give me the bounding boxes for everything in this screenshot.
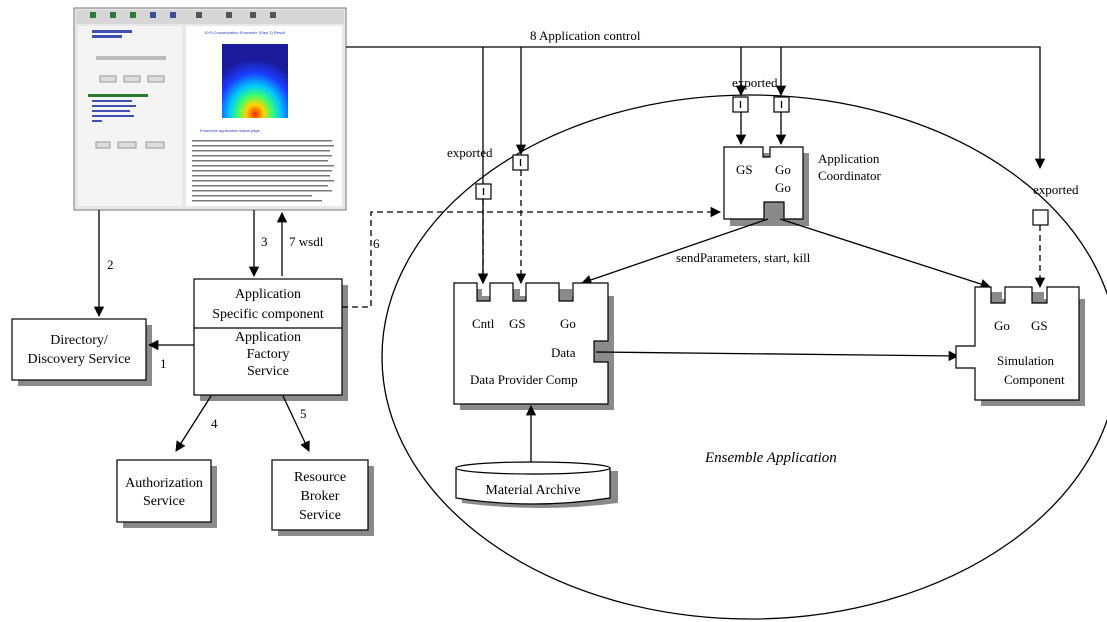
edge-5-line <box>282 395 310 452</box>
coordinator-name-1: Application <box>818 151 880 166</box>
data-provider-port-go: Go <box>560 316 576 331</box>
portal-body-text <box>192 140 334 202</box>
specific-component-label-1: Application <box>235 287 301 302</box>
data-provider-port-gs: GS <box>509 316 526 331</box>
coordinator-port-gs: GS <box>736 162 753 177</box>
factory-label-3: Service <box>247 364 289 379</box>
svg-text:exported: exported <box>1033 182 1079 197</box>
edge-5-label: 5 <box>300 406 307 421</box>
factory-label-1: Application <box>235 330 301 345</box>
material-archive: Material Archive <box>455 461 618 508</box>
concentration-heatmap <box>222 44 288 118</box>
edge-4-line <box>175 395 212 452</box>
edge-6-label: 6 <box>373 236 380 251</box>
edge-4-label: 4 <box>211 416 218 431</box>
data-provider-component: Cntl GS Go Data Data Provider Comp <box>453 282 614 410</box>
broker-label-1: Resource <box>294 470 346 485</box>
directory-discovery-service: Directory/ Discovery Service <box>11 318 152 386</box>
coord-to-data-provider <box>581 218 769 285</box>
authorization-label-2: Service <box>143 494 185 509</box>
resource-broker-service: Resource Broker Service <box>271 459 374 536</box>
portal-left-controls <box>88 30 166 149</box>
authorization-service: Authorization Service <box>116 459 217 528</box>
ensemble-application-boundary <box>381 94 1107 620</box>
ensemble-application-label: Ensemble Application <box>704 450 837 466</box>
simulation-port-go: Go <box>994 318 1010 333</box>
exported-ports-coordinator: exported <box>732 75 790 146</box>
specific-component-label-2: Specific component <box>212 307 324 322</box>
edge-6-line <box>342 206 722 308</box>
broker-label-2: Broker <box>301 489 340 504</box>
exported-ports-data-provider: exported <box>447 145 529 285</box>
simulation-name-1: Simulation <box>997 353 1055 368</box>
edge-8-label: 8 Application control <box>530 28 641 43</box>
data-provider-port-data: Data <box>551 345 576 360</box>
data-provider-port-cntl: Cntl <box>472 316 495 331</box>
broker-label-3: Service <box>299 508 341 523</box>
coord-edge-label: sendParameters, start, kill <box>676 250 811 265</box>
authorization-label-1: Authorization <box>125 476 203 491</box>
edge-1-label: 1 <box>160 356 167 371</box>
svg-text:exported: exported <box>447 145 493 160</box>
edge-3-label: 3 <box>261 234 268 249</box>
coordinator-port-go-2: Go <box>775 180 791 195</box>
data-provider-name: Data Provider Comp <box>470 372 578 387</box>
edge-7-label: 7 wsdl <box>289 234 324 249</box>
simulation-component: Go GS Simulation Component <box>955 286 1085 406</box>
portal-title: 10^5 Concentration Ensemble (Step 3) Res… <box>204 30 286 35</box>
exported-port-simulation: exported <box>1032 182 1079 289</box>
application-coordinator: GS Go Go Application Coordinator <box>723 146 881 226</box>
coord-to-simulation <box>779 218 991 290</box>
directory-label-1: Directory/ <box>50 333 108 348</box>
edge-8-control-line <box>346 46 1046 170</box>
svg-text:exported: exported <box>732 75 778 90</box>
portal-screenshot: 10^5 Concentration Ensemble (Step 3) Res… <box>73 7 347 211</box>
portal-toolbar <box>90 12 276 18</box>
simulation-port-gs: GS <box>1031 318 1048 333</box>
data-to-simulation <box>595 350 960 362</box>
directory-label-2: Discovery Service <box>27 352 130 367</box>
edge-2-label: 2 <box>107 257 114 272</box>
simulation-name-2: Component <box>1004 372 1065 387</box>
factory-label-2: Factory <box>247 347 290 362</box>
coordinator-port-go-1: Go <box>775 162 791 177</box>
coordinator-name-2: Coordinator <box>818 168 881 183</box>
portal-subtitle: Ensemble application status page <box>200 128 261 133</box>
application-factory-service: Application Specific component Applicati… <box>193 278 348 401</box>
material-archive-label: Material Archive <box>485 483 580 498</box>
